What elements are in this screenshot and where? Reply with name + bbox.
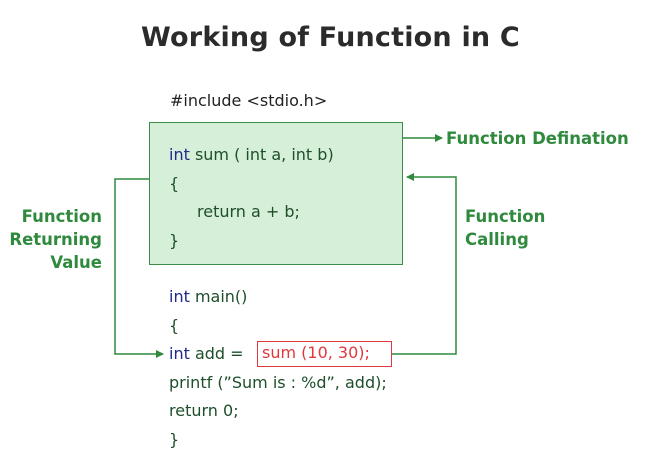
- function-call-box: [257, 341, 392, 367]
- main-signature-rest: main(): [189, 287, 248, 306]
- main-signature: int main(): [169, 287, 247, 307]
- add-declaration-rest: add =: [189, 344, 244, 363]
- add-type-keyword: int: [169, 344, 190, 363]
- label-function-calling-line1: Function: [465, 207, 546, 226]
- returning-value-arrow: [114, 178, 164, 358]
- main-return-statement: return 0;: [169, 401, 239, 420]
- main-close-brace: }: [169, 430, 180, 449]
- label-function-returning-line3: Value: [50, 253, 102, 272]
- function-open-brace: {: [169, 174, 180, 193]
- function-signature: int sum ( int a, int b): [169, 145, 334, 165]
- function-definition-box: [149, 122, 403, 265]
- add-declaration: int add =: [169, 344, 244, 364]
- printf-statement: printf (”Sum is : %d”, add);: [169, 373, 387, 392]
- function-close-brace: }: [169, 231, 180, 250]
- label-function-definition: Function Defination: [446, 129, 629, 148]
- calling-arrow: [392, 173, 457, 355]
- function-return-statement: return a + b;: [197, 202, 300, 221]
- function-signature-rest: sum ( int a, int b): [189, 145, 334, 164]
- label-function-returning-line1: Function: [21, 207, 102, 226]
- return-type-keyword: int: [169, 145, 190, 164]
- main-open-brace: {: [169, 316, 180, 335]
- diagram-title: Working of Function in C: [141, 22, 520, 53]
- label-function-returning-line2: Returning: [9, 230, 102, 249]
- main-return-type-keyword: int: [169, 287, 190, 306]
- include-directive: #include <stdio.h>: [170, 91, 328, 110]
- function-call-expression: sum (10, 30);: [262, 343, 370, 362]
- label-function-calling-line2: Calling: [465, 230, 529, 249]
